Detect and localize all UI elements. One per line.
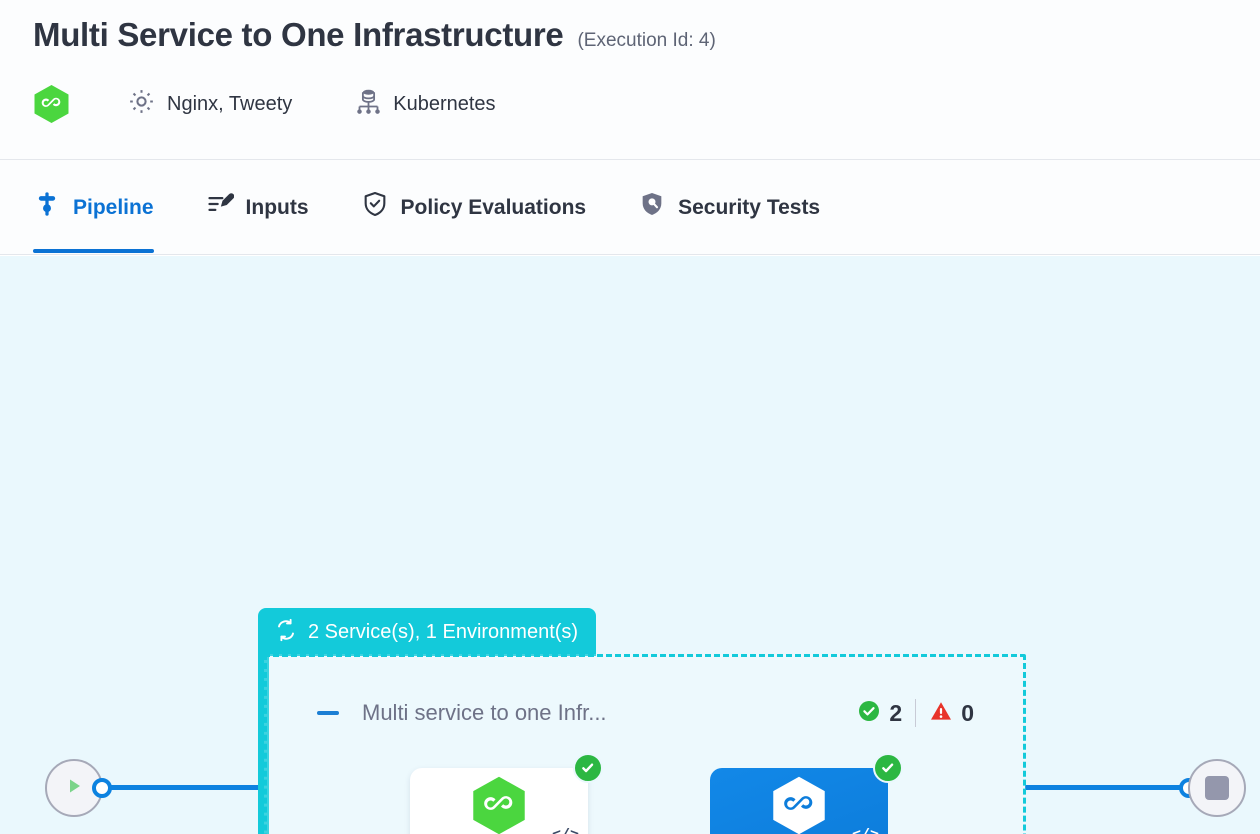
stop-icon xyxy=(1205,776,1229,800)
group-badge-label: 2 Service(s), 1 Environment(s) xyxy=(308,620,579,643)
tab-label-pipeline: Pipeline xyxy=(73,195,154,219)
group-container[interactable] xyxy=(264,654,1026,834)
matrix-loop-icon xyxy=(274,618,298,647)
infrastructure-label: Kubernetes xyxy=(393,92,496,115)
group-stats: 2 0 xyxy=(857,699,974,728)
inputs-edit-icon xyxy=(206,190,234,223)
execution-id-label: (Execution Id: 4) xyxy=(577,30,716,51)
minus-icon[interactable] xyxy=(316,701,340,725)
infrastructure-meta: Kubernetes xyxy=(355,87,496,122)
stat-divider xyxy=(915,699,917,727)
check-circle-icon xyxy=(857,699,881,728)
play-icon xyxy=(62,774,86,803)
tab-inputs[interactable]: Inputs xyxy=(206,160,331,253)
page-header: Multi Service to One Infrastructure (Exe… xyxy=(0,0,1260,160)
group-left-accent-bar xyxy=(258,652,269,834)
tab-bar: Pipeline Inputs Policy Evaluations xyxy=(0,160,1260,255)
warning-triangle-icon xyxy=(929,699,953,728)
tab-security-tests[interactable]: Security Tests xyxy=(638,160,842,253)
code-brackets-icon[interactable]: </> xyxy=(852,827,879,834)
check-circle-icon xyxy=(573,753,603,783)
services-label: Nginx, Tweety xyxy=(167,92,293,115)
error-count: 0 xyxy=(961,699,974,726)
service-node-tweety[interactable]: </> xyxy=(710,753,903,834)
success-count: 2 xyxy=(889,699,903,726)
edge-start-to-group xyxy=(100,785,265,790)
gear-icon xyxy=(127,87,156,121)
start-node-handle[interactable] xyxy=(92,778,112,798)
pipeline-icon xyxy=(33,190,61,223)
tab-label-security-tests: Security Tests xyxy=(678,195,821,219)
tab-label-policy-evaluations: Policy Evaluations xyxy=(400,195,587,219)
group-title: Multi service to one Infr... xyxy=(362,700,607,725)
group-header-row: Multi service to one Infr... 2 xyxy=(316,694,974,732)
error-stat: 0 xyxy=(929,699,974,728)
service-node-nginx[interactable]: </> xyxy=(410,753,603,834)
shield-search-icon xyxy=(638,190,666,223)
tab-policy-evaluations[interactable]: Policy Evaluations xyxy=(361,160,609,253)
success-stat: 2 xyxy=(857,699,902,728)
harness-hexagon-logo-icon xyxy=(33,84,70,124)
page-title: Multi Service to One Infrastructure xyxy=(33,16,564,53)
database-nodes-icon xyxy=(355,87,382,122)
shield-check-icon xyxy=(361,190,389,223)
code-brackets-icon[interactable]: </> xyxy=(552,827,579,834)
edge-group-to-end xyxy=(1025,785,1193,790)
title-row: Multi Service to One Infrastructure (Exe… xyxy=(33,16,716,54)
services-meta: Nginx, Tweety xyxy=(127,87,292,121)
tab-pipeline[interactable]: Pipeline xyxy=(33,160,176,253)
tab-label-inputs: Inputs xyxy=(245,195,309,219)
harness-hexagon-logo-icon xyxy=(471,775,527,834)
meta-row: Nginx, Tweety Kubernetes xyxy=(33,84,496,124)
harness-hexagon-logo-icon xyxy=(771,775,827,834)
group-badge[interactable]: 2 Service(s), 1 Environment(s) xyxy=(258,608,597,656)
end-node[interactable] xyxy=(1188,759,1246,817)
pipeline-canvas[interactable]: 2 Service(s), 1 Environment(s) Multi ser… xyxy=(0,256,1260,834)
check-circle-icon xyxy=(873,753,903,783)
